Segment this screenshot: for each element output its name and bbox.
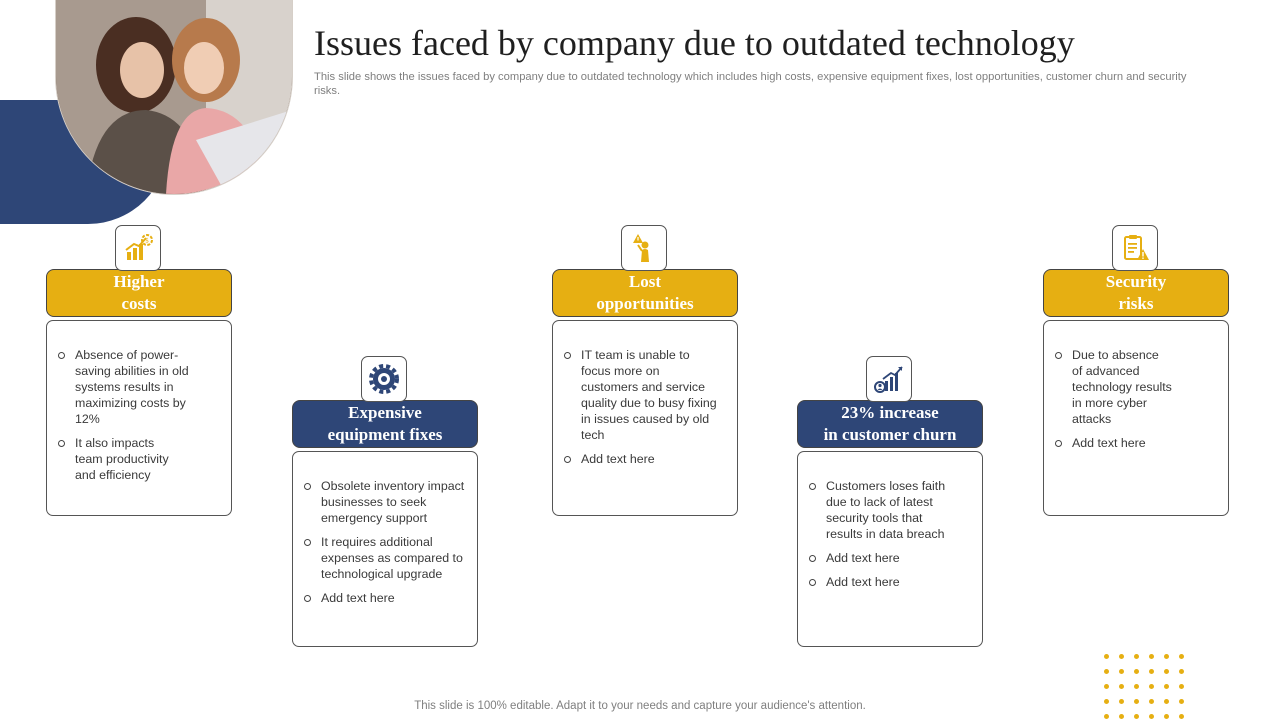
- list-item: It also impacts team productivity and ef…: [57, 435, 183, 483]
- list-item: Obsolete inventory impact businesses to …: [303, 478, 465, 526]
- growth-chart-icon: [866, 356, 912, 402]
- person-warning-icon: [621, 225, 667, 271]
- issue-card-higher-costs: Absence of power-saving abilities in old…: [46, 320, 232, 516]
- list-item: Add text here: [808, 550, 974, 566]
- decorative-dot-grid: [1104, 654, 1186, 719]
- footer-note: This slide is 100% editable. Adapt it to…: [414, 700, 866, 712]
- issue-card-expensive-equipment-fixes: Obsolete inventory impact businesses to …: [292, 451, 478, 647]
- svg-text:$: $: [145, 238, 149, 245]
- gear-settings-icon: [361, 356, 407, 402]
- list-item: Customers loses faith due to lack of lat…: [808, 478, 960, 542]
- list-item: IT team is unable to focus more on custo…: [563, 347, 719, 443]
- issue-card-lost-opportunities: IT team is unable to focus more on custo…: [552, 320, 738, 516]
- issue-card-customer-churn: Customers loses faith due to lack of lat…: [797, 451, 983, 647]
- page-subtitle: This slide shows the issues faced by com…: [314, 71, 1187, 97]
- list-item: Absence of power-saving abilities in old…: [57, 347, 193, 427]
- list-item: Due to absence of advanced technology re…: [1054, 347, 1172, 427]
- list-item: Add text here: [1054, 435, 1220, 451]
- page-title: Issues faced by company due to outdated …: [314, 23, 1075, 63]
- list-item: Add text here: [563, 451, 729, 467]
- list-item: Add text here: [808, 574, 974, 590]
- list-item: Add text here: [303, 590, 469, 606]
- issue-card-security-risks: Due to absence of advanced technology re…: [1043, 320, 1229, 516]
- cost-chart-gear-icon: $: [115, 225, 161, 271]
- list-item: It requires additional expenses as compa…: [303, 534, 473, 582]
- clipboard-warning-icon: [1112, 225, 1158, 271]
